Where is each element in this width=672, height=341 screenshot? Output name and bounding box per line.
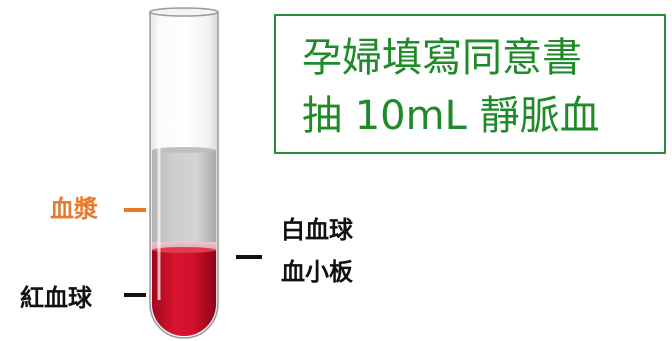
info-line-draw-blood: 抽 10mL 靜脈血: [302, 93, 600, 139]
info-line-consent: 孕婦填寫同意書: [302, 35, 582, 81]
plasma-label: 血漿: [50, 195, 98, 223]
tube-rim: [149, 7, 219, 17]
red-blood-cell-label: 紅血球: [20, 284, 92, 312]
white-blood-cell-label: 白血球: [281, 216, 353, 244]
info-box: 孕婦填寫同意書 抽 10mL 靜脈血: [274, 14, 666, 154]
platelet-label: 血小板: [281, 258, 353, 286]
red-blood-cell-layer: [152, 250, 216, 336]
plasma-layer: [152, 150, 216, 248]
